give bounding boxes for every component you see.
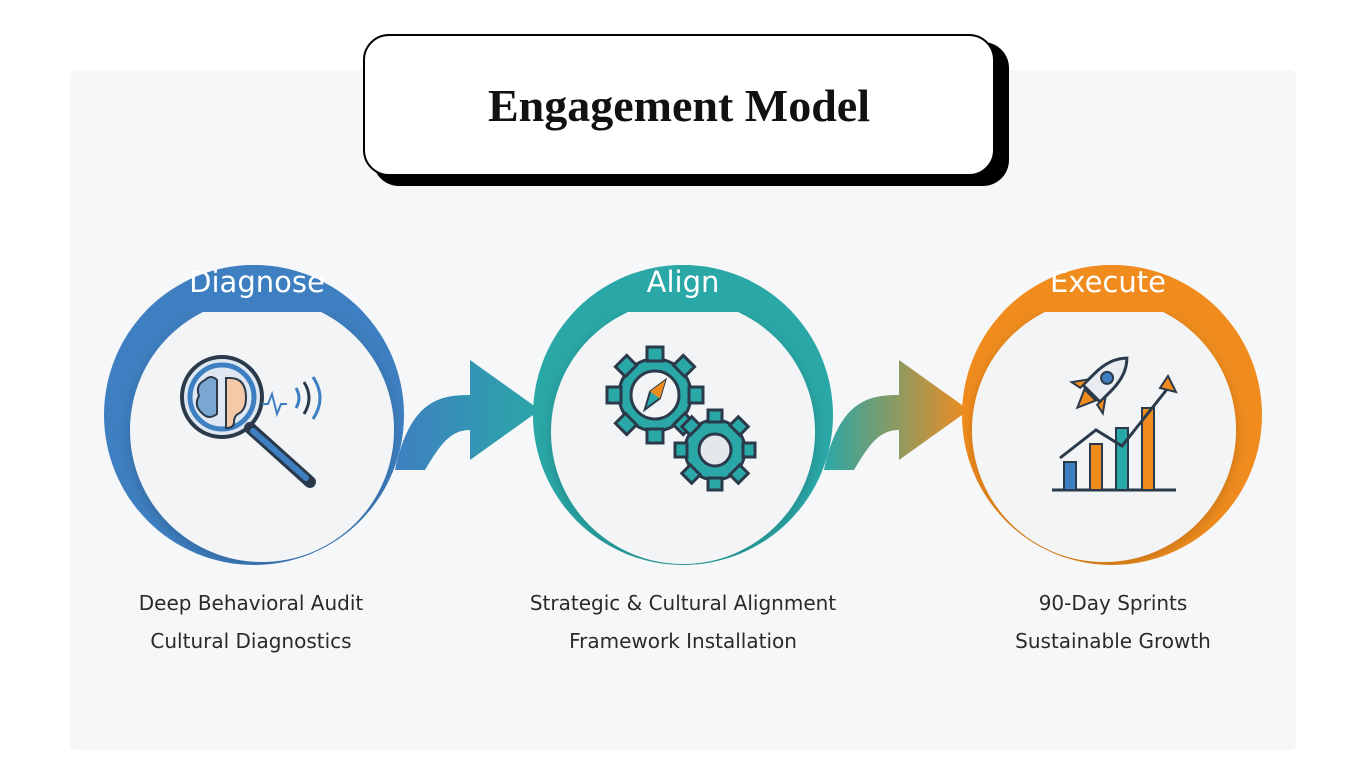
stage-description-align: Strategic & Cultural Alignment Framework… bbox=[493, 584, 873, 660]
title-card: Engagement Model bbox=[363, 34, 1009, 186]
description-line: Framework Installation bbox=[569, 629, 797, 653]
description-line: Deep Behavioral Audit bbox=[138, 591, 364, 615]
title-card-face: Engagement Model bbox=[363, 34, 995, 176]
rocket-growth-chart-icon bbox=[1052, 356, 1178, 492]
description-line: 90-Day Sprints bbox=[1038, 591, 1188, 615]
description-line: Cultural Diagnostics bbox=[150, 629, 352, 653]
arrow-diagnose-to-align bbox=[395, 360, 540, 470]
description-line: Sustainable Growth bbox=[1015, 629, 1211, 653]
stage-title-diagnose: Diagnose bbox=[189, 265, 325, 299]
page-title: Engagement Model bbox=[487, 79, 870, 131]
magnifier-brain-ear-icon bbox=[180, 355, 322, 488]
arrow-align-to-execute bbox=[824, 360, 969, 470]
stage-description-diagnose: Deep Behavioral Audit Cultural Diagnosti… bbox=[61, 584, 441, 660]
stage-title-execute: Execute bbox=[1050, 265, 1166, 299]
stage-diagnose bbox=[104, 265, 404, 565]
gears-compass-icon bbox=[605, 345, 757, 492]
description-line: Strategic & Cultural Alignment bbox=[529, 591, 837, 615]
stage-title-align: Align bbox=[646, 265, 720, 299]
stage-description-execute: 90-Day Sprints Sustainable Growth bbox=[923, 584, 1303, 660]
